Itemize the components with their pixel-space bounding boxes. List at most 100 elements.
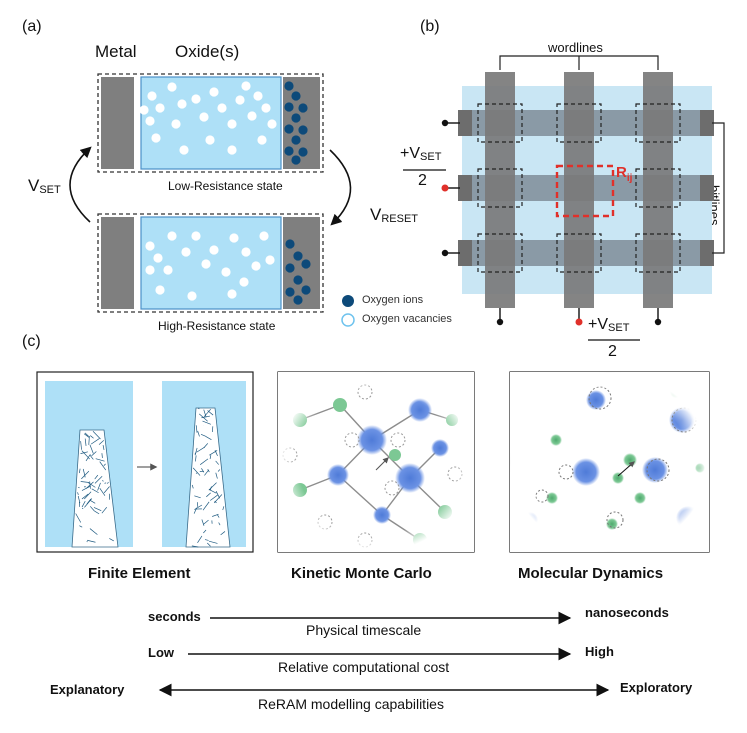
- mesh-edge: [89, 506, 95, 512]
- crossbar-cells: [477, 103, 681, 273]
- oxygen-ion: [284, 81, 294, 91]
- mesh-edge: [216, 514, 220, 518]
- method-kinetic-monte-carlo: Kinetic Monte Carlo: [291, 565, 432, 582]
- mesh-edge: [84, 438, 87, 446]
- capability-left: Explanatory: [50, 682, 125, 697]
- mesh-edge: [203, 529, 207, 534]
- mesh-edge: [206, 492, 211, 498]
- method-finite-element: Finite Element: [88, 565, 191, 582]
- vacancy: [191, 94, 201, 104]
- mesh-edge: [203, 409, 207, 418]
- mesh-edge: [93, 507, 102, 511]
- oxygen-ion: [293, 275, 303, 285]
- oxide-header: Oxide(s): [175, 42, 240, 61]
- vacancy: [267, 119, 277, 129]
- vacancy: [241, 81, 251, 91]
- vacancy: [167, 82, 177, 92]
- vacancy: [227, 289, 237, 299]
- metal-header: Metal: [95, 42, 137, 61]
- terminal-col-1: [496, 318, 504, 326]
- vacancy: [201, 259, 211, 269]
- mesh-edge: [194, 504, 203, 510]
- panel-b-label: (b): [420, 18, 440, 35]
- mesh-edge: [197, 430, 200, 437]
- mesh-edge: [94, 476, 103, 484]
- vacancy: [155, 103, 165, 113]
- mesh-edge: [81, 493, 89, 500]
- mesh-edge: [200, 433, 207, 437]
- oxygen-ion: [301, 285, 311, 295]
- kinetic-monte-carlo-panel: [277, 371, 475, 553]
- mesh-edge: [77, 492, 79, 495]
- mesh-edge: [94, 474, 99, 480]
- voltage-left-numerator: +VSET: [400, 145, 442, 163]
- mesh-edge: [90, 438, 100, 445]
- vacancy: [241, 247, 251, 257]
- mesh-edge: [207, 469, 210, 473]
- oxygen-ion: [291, 155, 301, 165]
- terminal-row-3: [441, 249, 449, 257]
- vacancy: [229, 233, 239, 243]
- oxygen-ion: [293, 295, 303, 305]
- finite-element-panel: [36, 371, 254, 553]
- oxygen-ion: [285, 287, 295, 297]
- mesh-edge: [195, 425, 198, 433]
- mesh-edge: [88, 436, 90, 445]
- bitlines-bracket: [712, 122, 725, 254]
- mesh-edge: [91, 488, 99, 494]
- wordline-col-1: [485, 72, 515, 308]
- mesh-edge: [89, 528, 98, 535]
- wordlines-label: wordlines: [548, 40, 603, 55]
- mesh-edge: [197, 407, 200, 410]
- terminal-row-2-active: [441, 184, 449, 192]
- vacancy: [261, 103, 271, 113]
- mesh-edge: [85, 454, 91, 462]
- oxygen-ion: [284, 146, 294, 156]
- wordline-col-3: [643, 72, 673, 308]
- mesh-edge: [99, 461, 107, 471]
- mesh-edge: [204, 539, 209, 541]
- oxygen-ion: [285, 263, 295, 273]
- mesh-edge: [217, 469, 221, 472]
- oxygen-ion: [291, 91, 301, 101]
- vacancy: [199, 112, 209, 122]
- mesh-edge: [191, 484, 194, 489]
- mesh-edge: [94, 511, 100, 515]
- mesh-edge: [79, 525, 83, 528]
- mesh-edge: [80, 451, 88, 454]
- legend-ion-label: Oxygen ions: [362, 294, 424, 306]
- capability-right: Exploratory: [620, 680, 693, 695]
- vacancy: [167, 231, 177, 241]
- low-state-label: Low-Resistance state: [168, 179, 283, 193]
- vacancy: [251, 261, 261, 271]
- legend-vacancy-marker: [341, 313, 355, 327]
- mesh-edge: [109, 538, 114, 542]
- mesh-edge: [80, 441, 82, 450]
- cost-caption: Relative computational cost: [278, 659, 450, 675]
- hrs-vacancies: [145, 231, 275, 301]
- mesh-edge: [89, 481, 91, 489]
- lrs-cell: [97, 73, 324, 173]
- vacancy: [145, 241, 155, 251]
- vacancy: [205, 135, 215, 145]
- vacancy: [217, 103, 227, 113]
- mesh-edge: [97, 482, 101, 491]
- mesh-edge: [89, 444, 94, 454]
- vacancy: [139, 105, 149, 115]
- oxygen-ion: [291, 113, 301, 123]
- voltage-left-denominator: 2: [418, 172, 427, 189]
- mesh-edge: [203, 519, 209, 525]
- mesh-edge: [92, 431, 101, 440]
- molecular-dynamics-panel: [509, 371, 710, 553]
- cost-left: Low: [148, 645, 174, 660]
- capability-caption: ReRAM modelling capabilities: [258, 696, 444, 712]
- vacancy: [247, 111, 257, 121]
- mesh-edge: [210, 494, 218, 501]
- mesh-edge: [207, 542, 211, 547]
- panel-a-label: (a): [22, 18, 42, 35]
- vacancy: [265, 255, 275, 265]
- mesh-edge: [75, 513, 82, 523]
